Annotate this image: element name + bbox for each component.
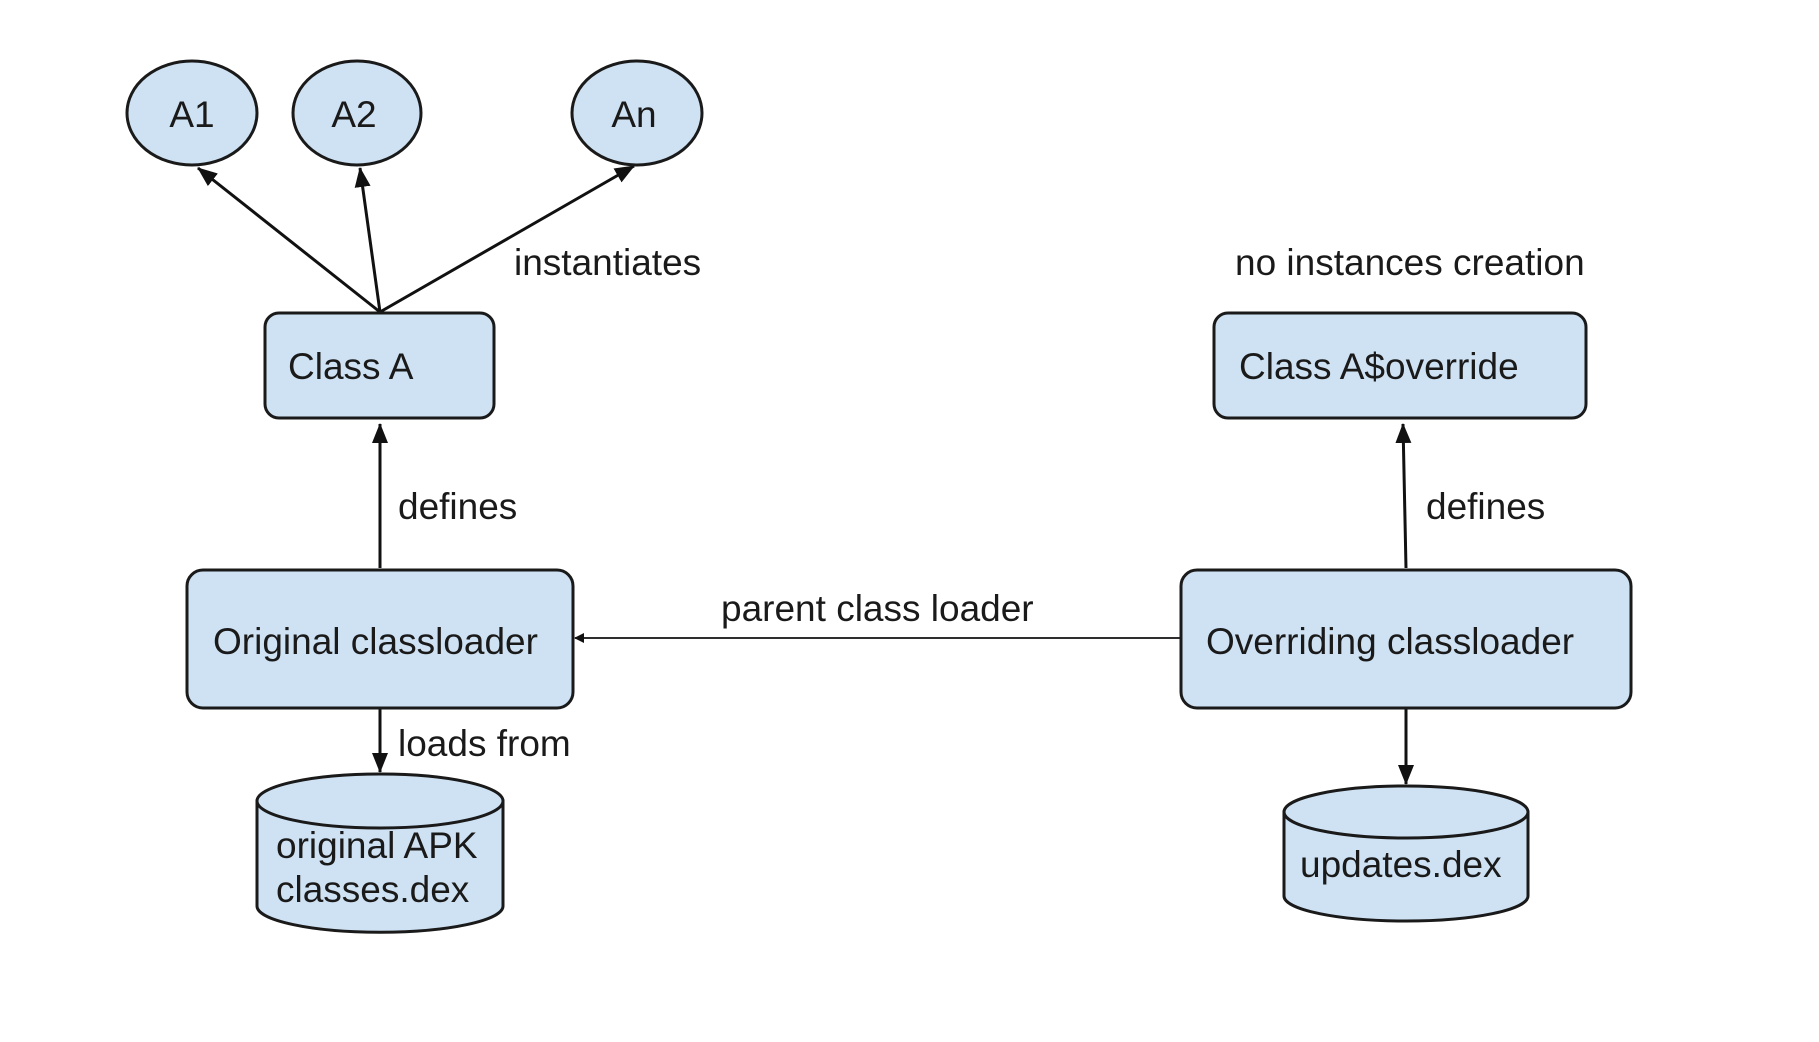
instance-a2-node: A2	[291, 59, 423, 167]
edge-overriding-defines-override	[1395, 423, 1412, 569]
instance-a1-label: A1	[169, 94, 214, 135]
original-apk-label-line2: classes.dex	[276, 869, 470, 910]
no-instances-label: no instances creation	[1235, 242, 1585, 283]
class-a-node: Class A	[263, 311, 496, 420]
instantiates-label: instantiates	[514, 242, 701, 283]
overriding-classloader-label: Overriding classloader	[1206, 621, 1574, 662]
parent-class-loader-label: parent class loader	[721, 588, 1034, 629]
original-classloader-label: Original classloader	[213, 621, 538, 662]
class-a-override-label: Class A$override	[1239, 346, 1519, 387]
overriding-classloader-node: Overriding classloader	[1179, 568, 1633, 710]
original-apk-label-line1: original APK	[276, 825, 478, 866]
class-a-override-node: Class A$override	[1212, 311, 1588, 420]
original-classloader-node: Original classloader	[185, 568, 575, 710]
class-a-label: Class A	[288, 346, 414, 387]
edge-class-a-to-a2	[354, 167, 382, 313]
edge-class-a-to-a1	[197, 166, 381, 314]
instance-a1-node: A1	[125, 59, 259, 167]
updates-dex-storage: updates.dex	[1282, 784, 1530, 923]
edge-class-a-to-an	[379, 164, 635, 314]
instance-an-label: An	[611, 94, 656, 135]
instance-an-node: An	[570, 59, 704, 167]
defines-right-label: defines	[1426, 486, 1545, 527]
defines-left-label: defines	[398, 486, 517, 527]
instance-a2-label: A2	[331, 94, 376, 135]
updates-dex-label: updates.dex	[1300, 844, 1502, 885]
loads-from-label: loads from	[398, 723, 571, 764]
original-apk-storage: original APK classes.dex	[255, 772, 505, 934]
